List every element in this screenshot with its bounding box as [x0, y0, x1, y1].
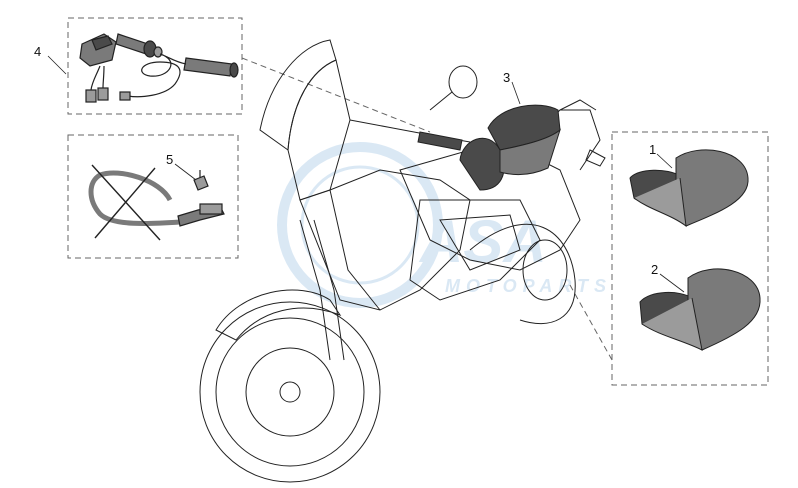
seat-2 — [639, 268, 761, 351]
callout-3: 3 — [503, 70, 510, 85]
cable-kit — [88, 164, 225, 241]
kit-box-seats — [611, 131, 769, 386]
callout-5: 5 — [166, 152, 173, 167]
kit-box-cable — [67, 134, 239, 259]
watermark-logo-text: ASA — [418, 208, 547, 275]
callout-4: 4 — [34, 44, 41, 59]
heated-grip-kit — [79, 33, 239, 103]
watermark-sub-text: MOTOPARTS — [445, 276, 612, 296]
motorcycle-outline — [199, 39, 606, 483]
kit-box-heated-grips — [67, 17, 243, 115]
callout-1: 1 — [649, 142, 656, 157]
watermark-logo: ASA MOTOPARTS — [277, 142, 612, 308]
seat-1 — [629, 149, 749, 228]
callout-2: 2 — [651, 262, 658, 277]
callout-leaders — [47, 55, 685, 293]
seat-on-bike — [459, 104, 561, 191]
dashed-leaders — [241, 57, 613, 361]
